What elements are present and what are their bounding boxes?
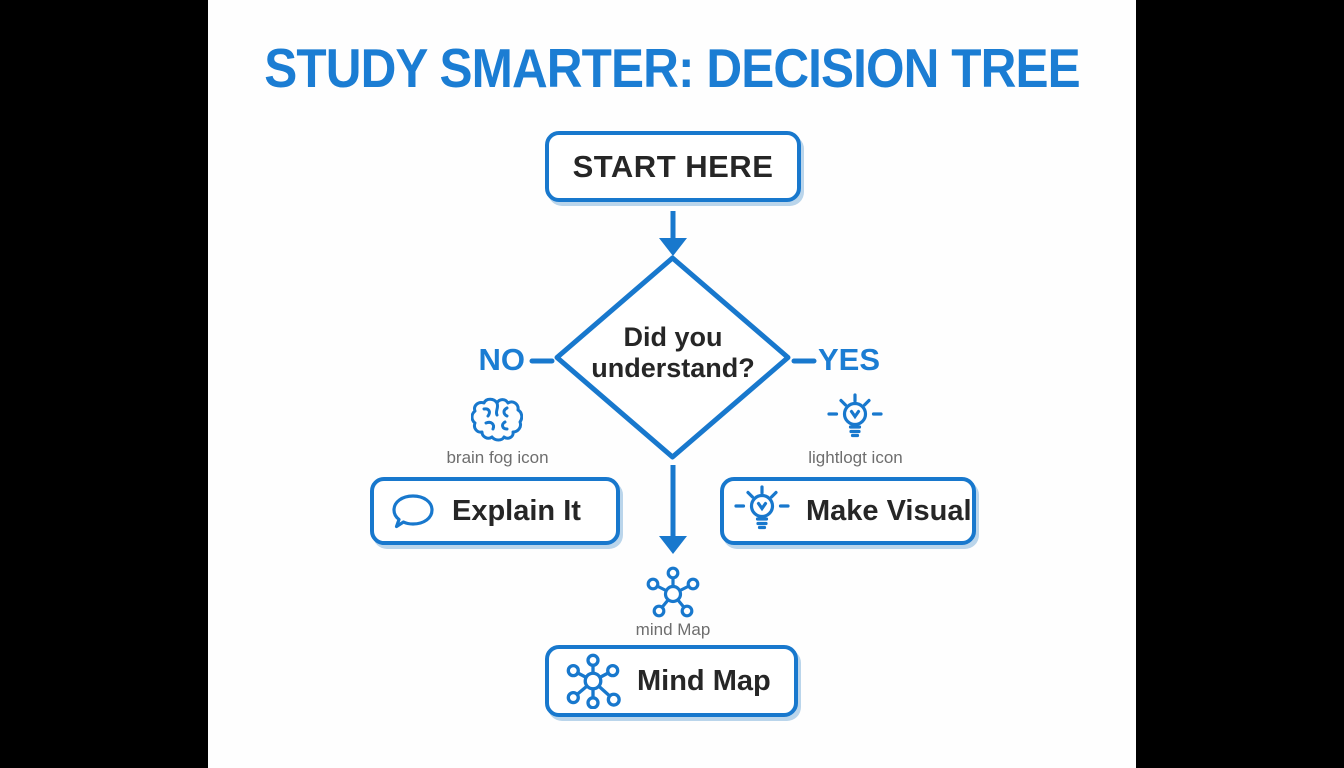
make-visual-node: Make Visual (720, 477, 976, 545)
decision-question: Did you understand? (591, 322, 755, 384)
start-label: START HERE (572, 148, 774, 184)
explain-it-node: Explain It (370, 477, 620, 545)
lightbulb-icon (827, 393, 883, 438)
mind-map-icon (646, 566, 700, 618)
mind-map-icon (566, 653, 621, 709)
lightbulb-icon-caption: lightlogt icon (808, 448, 903, 467)
make-visual-label: Make Visual (806, 494, 972, 527)
page-title: STUDY SMARTER: DECISION TREE (264, 37, 1080, 99)
branch-yes-label: YES (818, 342, 881, 377)
mind-map-icon-caption: mind Map (635, 620, 711, 639)
speech-bubble-icon (392, 494, 434, 529)
lightbulb-icon (734, 485, 790, 530)
mind-map-label: Mind Map (637, 664, 771, 697)
explain-it-label: Explain It (452, 494, 581, 527)
branch-no-label: NO (478, 342, 526, 377)
brain-icon (471, 397, 523, 442)
start-node: START HERE (545, 131, 801, 202)
brain-icon-caption: brain fog icon (446, 448, 549, 467)
mind-map-node: Mind Map (545, 645, 798, 717)
